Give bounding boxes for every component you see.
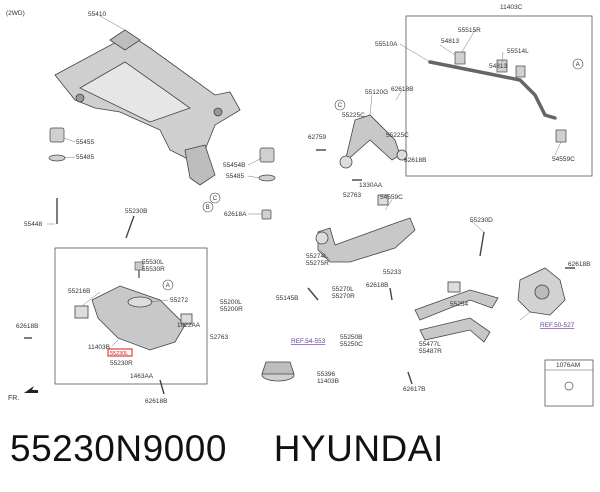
part-label: 52763 — [343, 192, 361, 199]
part-label: 11403C — [500, 4, 523, 11]
parts-diagram: A A B C C (2WD) 55410 55455 55485 55454B… — [6, 4, 594, 407]
part-label: 55515R — [458, 27, 481, 34]
part-label: 62618B — [404, 157, 426, 164]
variant-label: (2WD) — [6, 10, 25, 17]
part-label: 62618B — [16, 323, 38, 330]
part-label: 55120G — [365, 89, 388, 96]
stabilizer-group-box — [405, 15, 593, 177]
part-label: 62759 — [308, 134, 326, 141]
lower-spring-arm — [74, 285, 193, 351]
callout-a1-text: A — [576, 62, 580, 68]
part-label: 55225C — [386, 132, 409, 139]
callout-a2-text: A — [166, 283, 170, 289]
part-label: 55145B — [276, 295, 298, 302]
part-label: 55396 — [317, 371, 335, 378]
part-label: 55230D — [470, 217, 493, 224]
callout-c-upper-arm — [334, 99, 346, 111]
part-label: 54559C — [552, 156, 575, 163]
subframe-bushing — [48, 127, 276, 220]
part-label: 55225C — [342, 112, 365, 119]
lower-arm-group-box — [54, 247, 208, 385]
part-caption: 55230N9000 HYUNDAI — [10, 428, 444, 470]
highlighted-part-55230l — [107, 348, 133, 357]
part-label: 54559C — [380, 194, 403, 201]
part-number: 55230N9000 — [10, 428, 227, 469]
part-label: 11403B — [317, 378, 339, 385]
part-label: 55233 — [383, 269, 401, 276]
brand-name: HYUNDAI — [273, 428, 444, 469]
subframe-crossmember — [54, 29, 241, 186]
bolt-detail-box — [544, 359, 594, 407]
callout-a-lower-arm — [162, 279, 174, 291]
knuckle — [517, 267, 566, 316]
part-label: 55455 — [76, 139, 94, 146]
part-label: 55230B — [125, 208, 147, 215]
leader-lines — [47, 15, 562, 347]
part-label: 1076AM — [556, 362, 580, 369]
upper-arm — [339, 114, 408, 169]
part-label: 55250C — [340, 341, 363, 348]
callout-c1-text: C — [213, 196, 218, 202]
callout-b-text: B — [206, 205, 210, 211]
part-label: 55514L — [507, 48, 529, 55]
part-label: 55272 — [170, 297, 188, 304]
front-direction-label: FR. — [8, 395, 19, 402]
part-label: 62618A — [224, 211, 247, 218]
part-label: 54813 — [441, 38, 459, 45]
trailing-arm — [315, 194, 416, 263]
part-label: 55487R — [419, 348, 442, 355]
part-label: 55485 — [76, 154, 94, 161]
spring-seat — [261, 361, 295, 382]
part-label: 62618B — [366, 282, 388, 289]
callout-a-stabilizer — [572, 58, 584, 70]
part-label: 55270R — [332, 293, 355, 300]
part-label: 55485 — [226, 173, 244, 180]
part-label: 55477L — [419, 341, 441, 348]
part-label: 55254 — [450, 301, 468, 308]
reference-link[interactable]: REF.54-553 — [291, 338, 326, 345]
part-label: 55200R — [220, 306, 243, 313]
part-label: 62617B — [403, 386, 425, 393]
callout-b — [202, 201, 214, 213]
part-label: 55216B — [68, 288, 90, 295]
part-label: 1330AA — [359, 182, 383, 189]
part-label: 1463AA — [130, 373, 154, 380]
lateral-arms — [414, 281, 499, 343]
part-label: 52763 — [210, 334, 228, 341]
part-label: 62618B — [568, 261, 590, 268]
part-label: 54813 — [489, 63, 507, 70]
part-label: 55410 — [88, 11, 106, 18]
part-label: 55230R — [110, 360, 133, 367]
stabilizer-bar — [428, 51, 567, 143]
part-label: 55510A — [375, 41, 398, 48]
part-label: 62618B — [145, 398, 167, 405]
part-label: 55274L — [306, 253, 328, 260]
part-label: 55530L — [142, 259, 164, 266]
reference-link[interactable]: REF.50-527 — [540, 322, 575, 329]
part-label: 1022AA — [177, 322, 201, 329]
part-label: 55250B — [340, 334, 362, 341]
callout-c2-text: C — [338, 103, 343, 109]
part-label: 55270L — [332, 286, 354, 293]
part-label: 55275R — [306, 260, 329, 267]
callout-c-subframe — [209, 192, 221, 204]
part-label: 11403B — [88, 344, 110, 351]
part-label: 55448 — [24, 221, 42, 228]
part-label: 55454B — [223, 162, 245, 169]
part-label: 62618B — [391, 86, 413, 93]
washer-icon — [564, 381, 574, 391]
part-label-highlighted: 55230L — [110, 351, 128, 357]
part-label: 55200L — [220, 299, 242, 306]
part-label: 55530R — [142, 266, 165, 273]
front-arrow-icon — [24, 386, 38, 393]
